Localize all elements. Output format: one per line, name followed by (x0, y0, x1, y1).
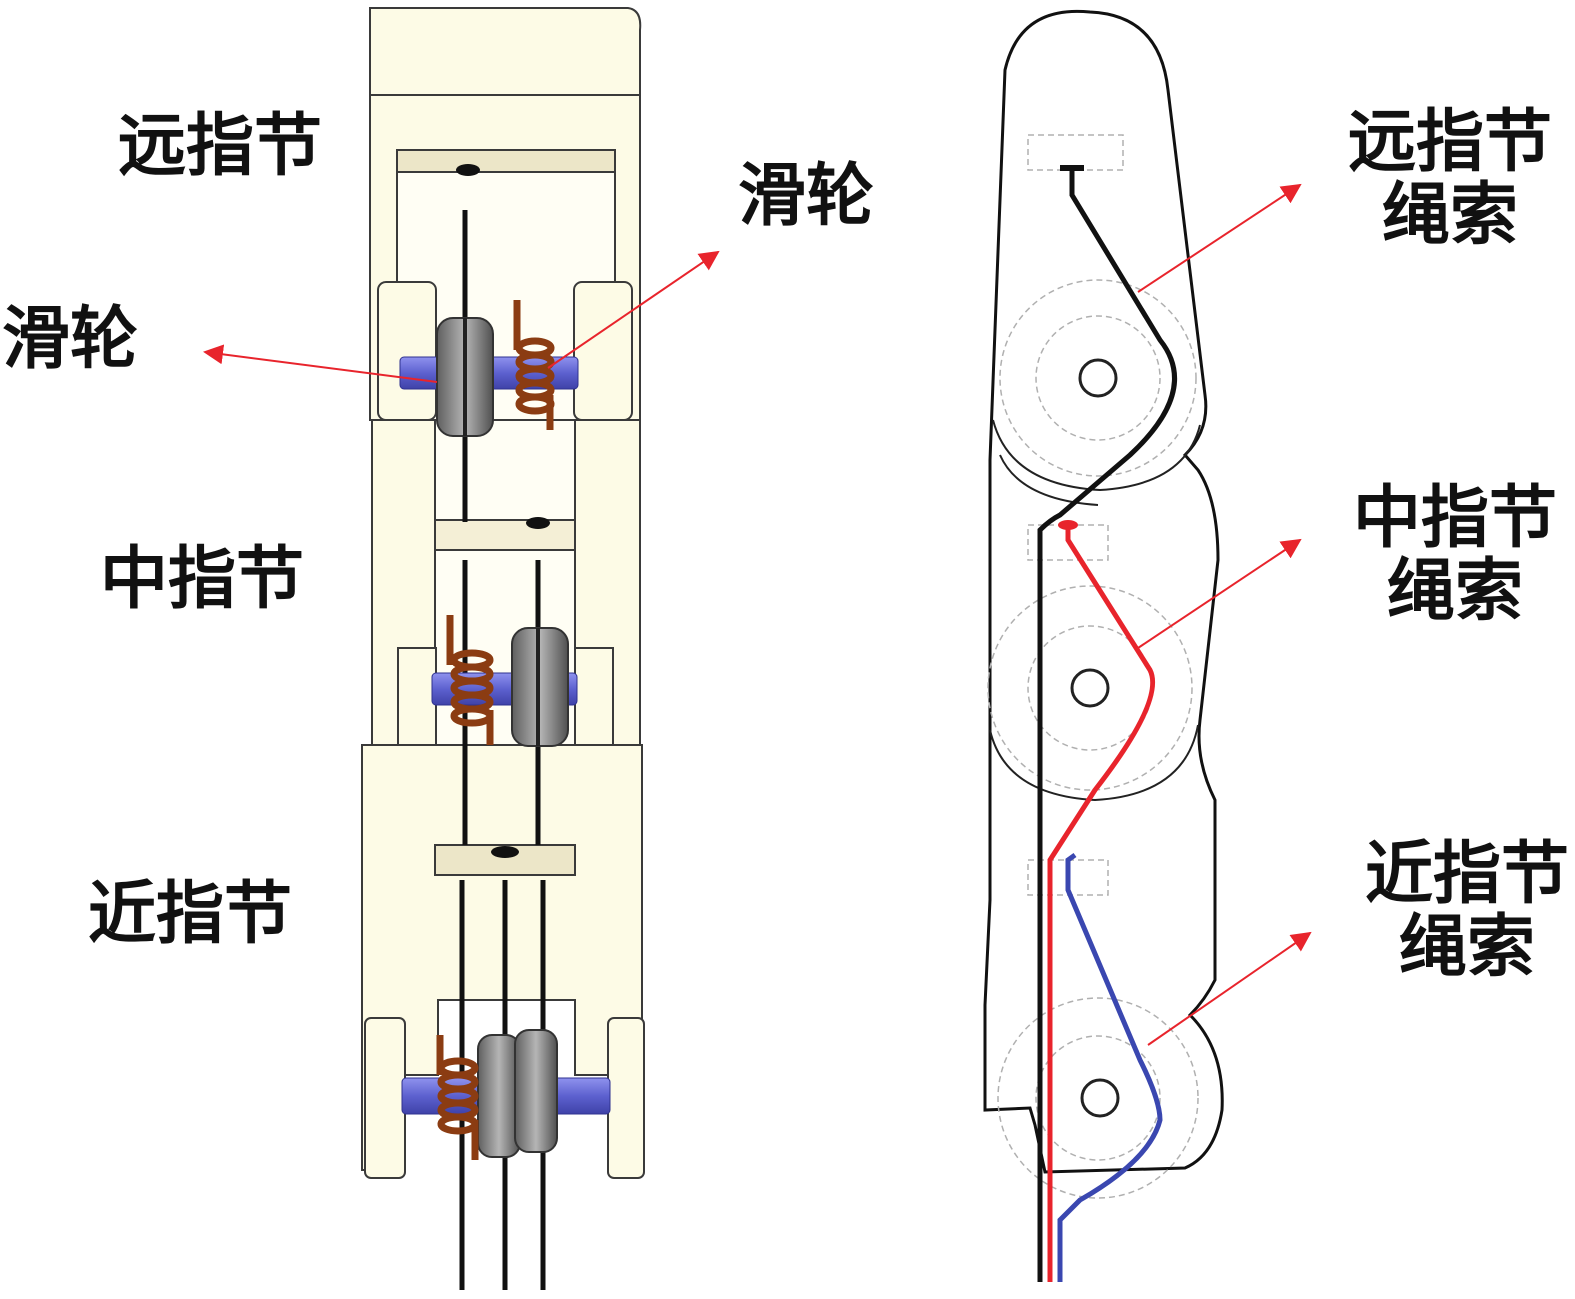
middle-joint (431, 615, 578, 747)
side-joint-pins (1070, 358, 1120, 1118)
middle-anchor (526, 517, 550, 529)
middle-tendon-side (1047, 525, 1156, 1282)
middle-spring (446, 615, 494, 745)
pulley-left-arrow (203, 344, 438, 383)
label-proximal-tendon-line1: 近指节 (1365, 834, 1570, 914)
proximal-anchor (491, 846, 519, 858)
label-distal-phalanx: 远指节 (118, 106, 323, 186)
distal-left-lug (377, 281, 437, 421)
distal-right-lug (573, 281, 633, 421)
distal-tendon-arrow (1137, 183, 1302, 293)
side-joint-rolls (989, 419, 1201, 802)
middle-tendon-anchor (1058, 520, 1078, 530)
label-distal-tendon-line1: 远指节 (1348, 102, 1553, 182)
label-proximal-phalanx: 近指节 (88, 874, 293, 954)
label-middle-tendon-line1: 中指节 (1353, 478, 1558, 558)
distal-tendon-side (1037, 168, 1177, 1282)
middle-left-lug (397, 647, 437, 747)
proximal-tendon-side (1057, 852, 1163, 1282)
label-middle-tendon: 中指节 绳索 (1353, 478, 1558, 632)
proximal-pulley-a (477, 1034, 521, 1158)
label-distal-tendon: 远指节 绳索 (1348, 102, 1553, 256)
proximal-pulley-b (514, 1029, 558, 1153)
distal-anchor (456, 164, 480, 176)
side-outline (983, 9, 1224, 1174)
proximal-tendon-arrow (1147, 931, 1312, 1046)
proximal-spring (436, 1035, 479, 1160)
proximal-left-lug (364, 1017, 406, 1179)
distal-spring (513, 300, 555, 430)
middle-tendon-arrow (1134, 538, 1302, 651)
distal-joint (399, 300, 579, 437)
label-middle-tendon-line2: 绳索 (1387, 551, 1524, 632)
label-distal-tendon-line2: 绳索 (1382, 175, 1519, 256)
proximal-right-lug (607, 1017, 645, 1179)
label-proximal-tendon: 近指节 绳索 (1365, 834, 1570, 988)
label-pulley-right: 滑轮 (738, 156, 875, 236)
label-proximal-tendon-line2: 绳索 (1399, 907, 1536, 988)
pulley-right-arrow (547, 250, 720, 369)
label-middle-phalanx: 中指节 (100, 539, 305, 619)
middle-right-lug (574, 647, 614, 747)
label-pulley-left: 滑轮 (2, 299, 139, 379)
finger-side-view (983, 9, 1224, 1174)
proximal-joint (401, 1029, 611, 1160)
